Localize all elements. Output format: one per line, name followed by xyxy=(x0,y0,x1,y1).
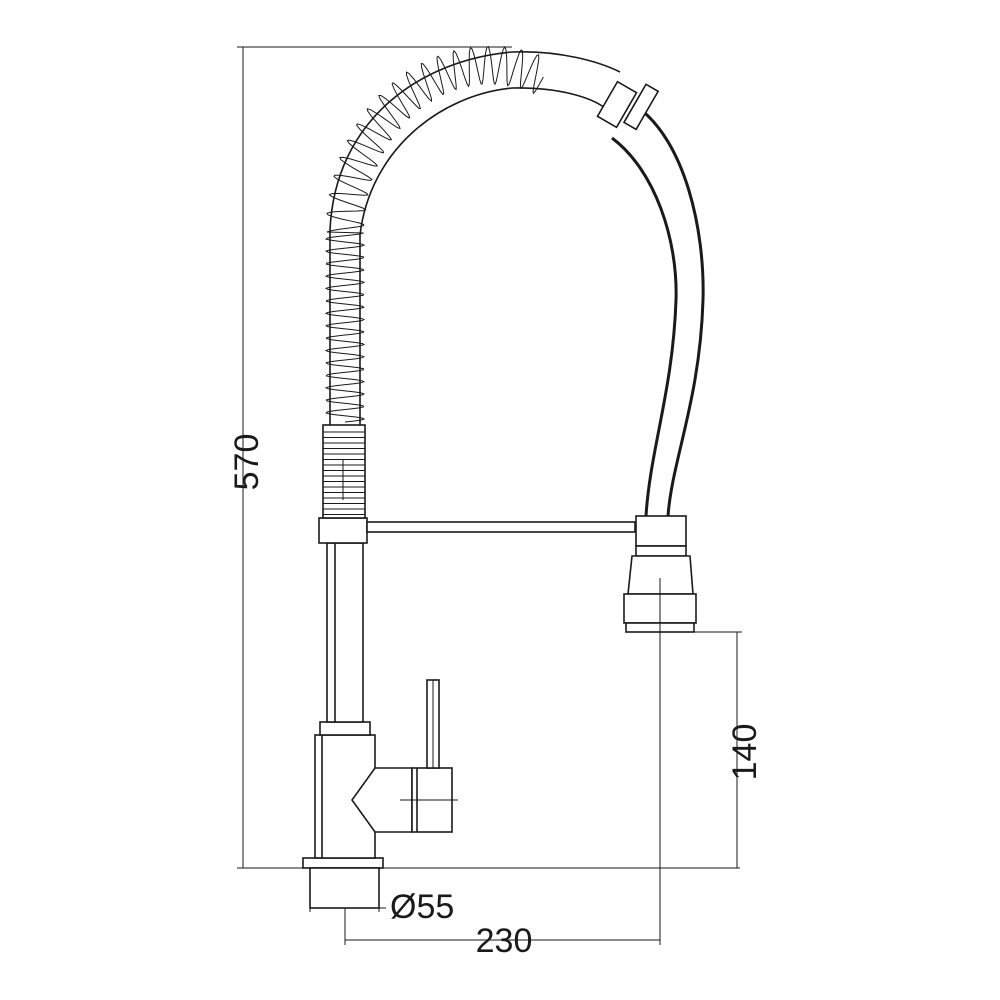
faucet-base xyxy=(302,734,384,909)
support-bar xyxy=(318,515,687,547)
reach-label: 230 xyxy=(476,922,533,960)
ribbed-sleeve xyxy=(322,424,366,519)
vertical-pipe xyxy=(319,542,371,736)
smooth-hose xyxy=(596,80,705,517)
spring-coil xyxy=(324,45,621,425)
base-diameter-label: Ø55 xyxy=(390,888,454,926)
height-total-label: 570 xyxy=(228,434,266,491)
spray-head xyxy=(623,545,697,633)
dimension-labels: 570 140 Ø55 230 xyxy=(228,434,764,960)
lever-handle xyxy=(351,679,458,833)
dimension-lines xyxy=(237,46,742,945)
spray-height-label: 140 xyxy=(726,724,764,781)
